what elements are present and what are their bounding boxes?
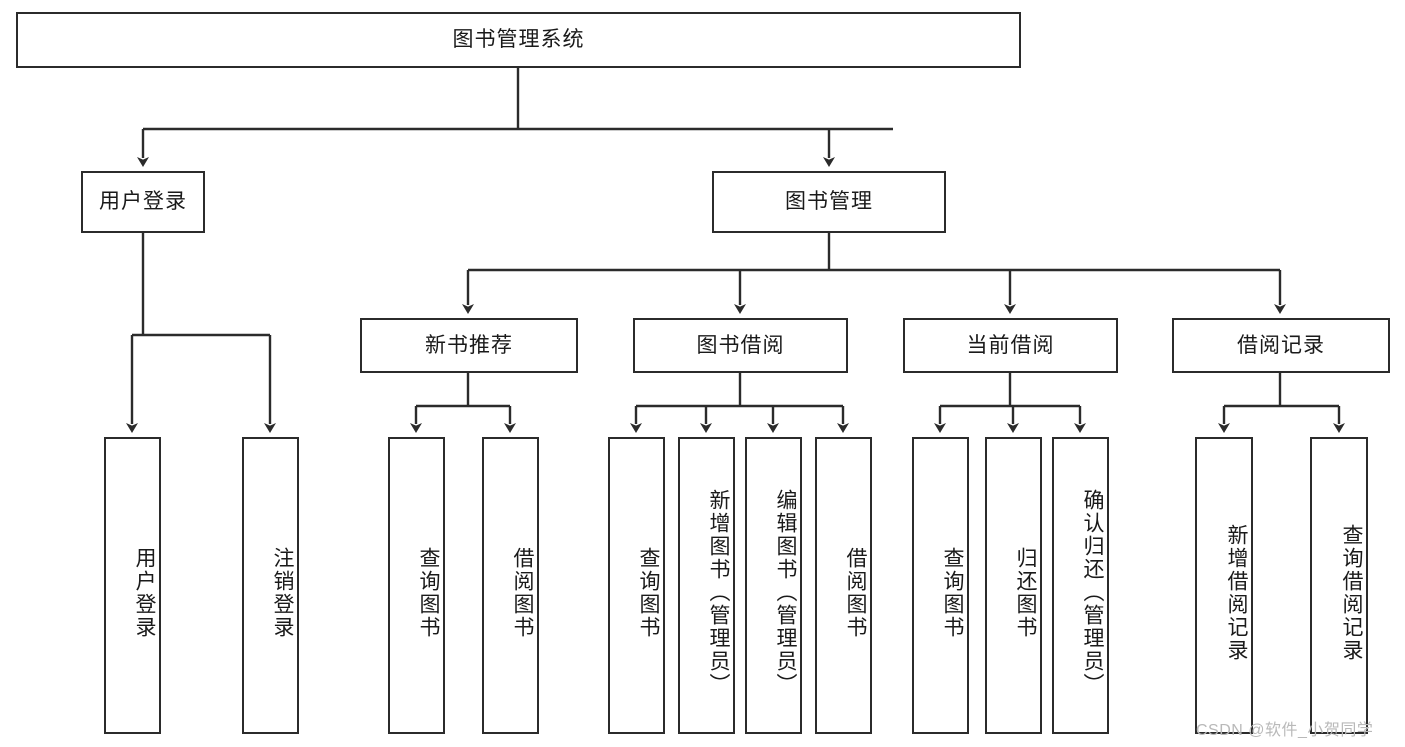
leaf-user-login[interactable]: 用户登录 xyxy=(104,437,161,734)
node-book-management[interactable]: 图书管理 xyxy=(712,171,946,233)
leaf-add-book-admin[interactable]: 新增图书（管理员） xyxy=(678,437,735,734)
leaf-query-book-borrow[interactable]: 查询图书 xyxy=(608,437,665,734)
leaf-return-book[interactable]: 归还图书 xyxy=(985,437,1042,734)
node-new-book-recommend[interactable]: 新书推荐 xyxy=(360,318,578,373)
leaf-borrow-book-recommend[interactable]: 借阅图书 xyxy=(482,437,539,734)
leaf-query-book-recommend[interactable]: 查询图书 xyxy=(388,437,445,734)
node-book-borrow[interactable]: 图书借阅 xyxy=(633,318,848,373)
node-root-system[interactable]: 图书管理系统 xyxy=(16,12,1021,68)
node-borrow-record[interactable]: 借阅记录 xyxy=(1172,318,1390,373)
node-current-borrow[interactable]: 当前借阅 xyxy=(903,318,1118,373)
leaf-confirm-return-admin[interactable]: 确认归还（管理员） xyxy=(1052,437,1109,734)
leaf-logout[interactable]: 注销登录 xyxy=(242,437,299,734)
leaf-borrow-book[interactable]: 借阅图书 xyxy=(815,437,872,734)
leaf-add-borrow-record[interactable]: 新增借阅记录 xyxy=(1195,437,1253,734)
leaf-query-borrow-record[interactable]: 查询借阅记录 xyxy=(1310,437,1368,734)
leaf-edit-book-admin[interactable]: 编辑图书（管理员） xyxy=(745,437,802,734)
node-user-login[interactable]: 用户登录 xyxy=(81,171,205,233)
leaf-query-book-current[interactable]: 查询图书 xyxy=(912,437,969,734)
csdn-watermark: CSDN @软件_小贺同学 xyxy=(1196,722,1374,739)
